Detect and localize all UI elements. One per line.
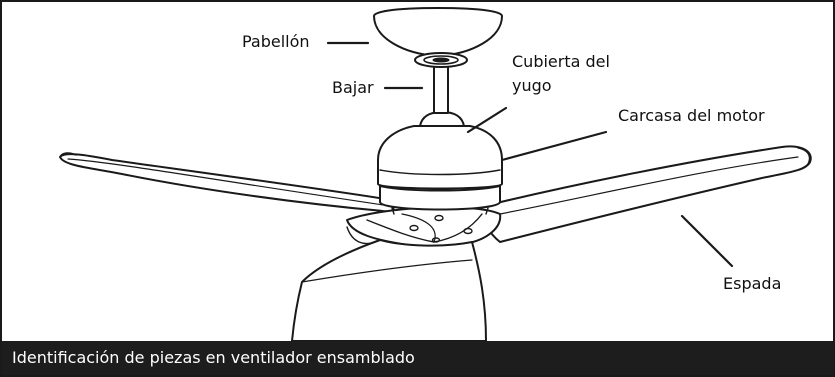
hub-screw-2 bbox=[434, 214, 444, 222]
canopy-collar-ring bbox=[423, 55, 459, 65]
right-blade-tip bbox=[797, 147, 811, 165]
canopy bbox=[373, 7, 503, 57]
label-downrod: Bajar bbox=[332, 78, 374, 97]
leader-motor-housing bbox=[500, 130, 608, 162]
front-blade-root bbox=[346, 226, 381, 245]
hub-screw-1 bbox=[409, 224, 419, 232]
leader-blade bbox=[680, 214, 734, 268]
yoke-cover bbox=[419, 111, 465, 127]
label-blade: Espada bbox=[723, 274, 782, 293]
label-motor-housing: Carcasa del motor bbox=[618, 106, 765, 125]
motor-housing-base bbox=[391, 207, 489, 215]
left-blade-edge bbox=[67, 158, 391, 207]
right-blade-edge bbox=[489, 156, 799, 217]
front-blade bbox=[291, 239, 487, 341]
left-blade-tip bbox=[59, 152, 77, 158]
caption-bar: Identificación de piezas en ventilador e… bbox=[2, 341, 833, 375]
canopy-collar-hole bbox=[432, 57, 450, 63]
blade-hub bbox=[346, 206, 502, 248]
motor-housing-lower bbox=[379, 185, 501, 211]
leader-yoke-cover bbox=[466, 106, 508, 134]
right-blade bbox=[479, 145, 812, 243]
label-yoke-cover-line2: yugo bbox=[512, 76, 552, 95]
label-canopy: Pabellón bbox=[242, 32, 310, 51]
left-blade bbox=[59, 153, 395, 213]
motor-housing-band bbox=[379, 169, 501, 176]
hub-screw-4 bbox=[431, 237, 441, 243]
hub-crease-left bbox=[366, 219, 435, 243]
label-yoke-cover-line1: Cubierta del bbox=[512, 52, 610, 71]
figure-caption: Identificación de piezas en ventilador e… bbox=[12, 348, 415, 367]
downrod bbox=[433, 65, 449, 114]
ceiling-fan-illustration bbox=[59, 7, 812, 341]
front-blade-crease bbox=[301, 259, 473, 283]
hub-screw-3 bbox=[463, 227, 473, 235]
motor-housing-body bbox=[377, 125, 503, 190]
